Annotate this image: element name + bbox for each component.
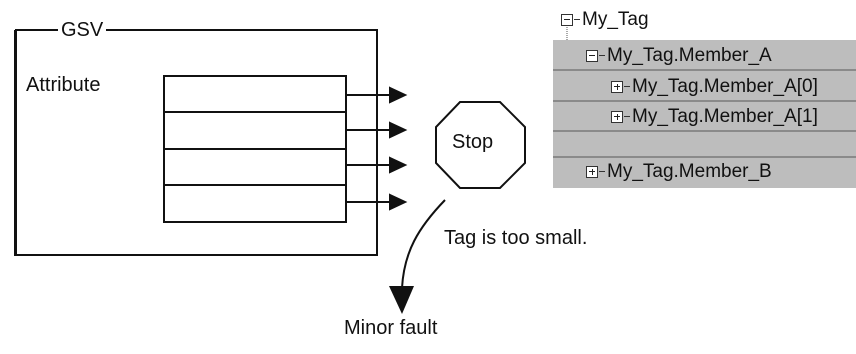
- tree-item-member-a1[interactable]: My_Tag.Member_A[1]: [611, 102, 818, 131]
- tree-separator: [553, 130, 856, 132]
- tree-connector-icon: [599, 55, 605, 56]
- tag-too-small-message: Tag is too small.: [444, 227, 588, 249]
- minor-fault-label: Minor fault: [344, 317, 438, 339]
- expand-icon[interactable]: [586, 165, 598, 178]
- tree-item-label: My_Tag: [582, 8, 649, 30]
- tree-item-label: My_Tag.Member_A[1]: [632, 105, 818, 127]
- attribute-table: [163, 75, 347, 223]
- fault-arrowhead: [389, 286, 414, 314]
- output-arrows: [346, 86, 408, 211]
- tree-separator: [553, 69, 856, 71]
- tree-item-member-b[interactable]: My_Tag.Member_B: [586, 157, 772, 186]
- gsv-title: GSV: [58, 20, 107, 40]
- tree-connector-icon: [574, 19, 580, 20]
- tree-item-label: My_Tag.Member_B: [607, 160, 772, 182]
- stop-octagon: [435, 101, 526, 189]
- tree-connector-icon: [599, 171, 605, 172]
- tree-separator: [553, 156, 856, 158]
- tree-item-label: My_Tag.Member_A: [607, 44, 772, 66]
- tree-item-my-tag[interactable]: My_Tag: [561, 5, 649, 34]
- expand-icon[interactable]: [611, 110, 623, 123]
- fault-arrow-curve: [401, 199, 446, 289]
- tree-connector-icon: [624, 86, 630, 87]
- stop-label: Stop: [452, 131, 494, 153]
- tree-item-label: My_Tag.Member_A[0]: [632, 75, 818, 97]
- tree-separator: [553, 100, 856, 102]
- tree-item-member-a0[interactable]: My_Tag.Member_A[0]: [611, 72, 818, 101]
- collapse-icon[interactable]: [586, 49, 598, 62]
- attribute-label: Attribute: [26, 74, 101, 96]
- tag-tree-panel: [553, 40, 856, 188]
- tree-item-member-a[interactable]: My_Tag.Member_A: [586, 41, 772, 70]
- tree-connector-icon: [624, 116, 630, 117]
- collapse-icon[interactable]: [561, 13, 573, 26]
- expand-icon[interactable]: [611, 80, 623, 93]
